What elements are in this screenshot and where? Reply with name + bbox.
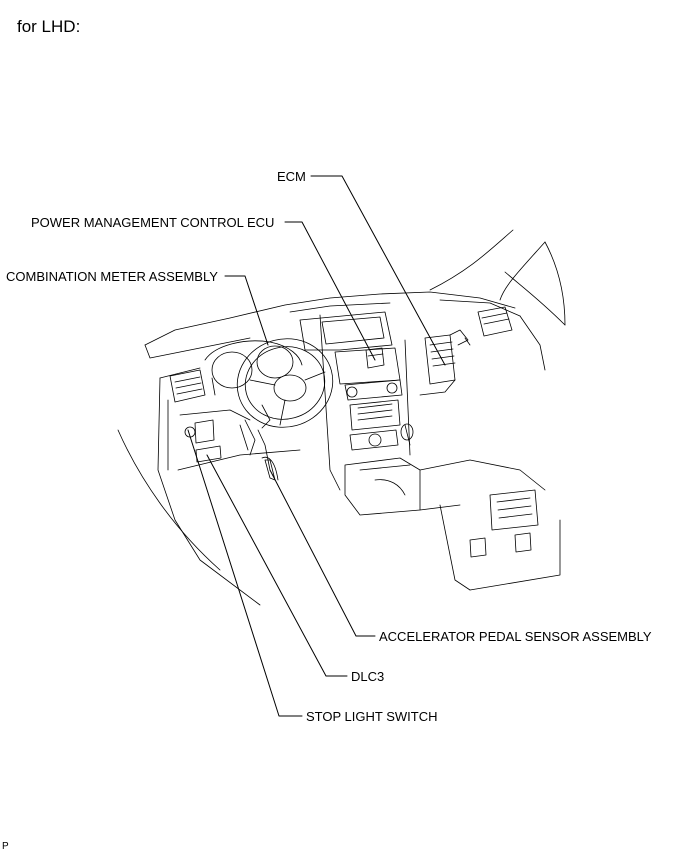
ecm-label: ECM: [277, 169, 306, 184]
combination-meter-drawing: [204, 340, 303, 396]
leader-lines: [187, 175, 446, 717]
ecm-unit-drawing: [419, 329, 471, 396]
ecm-leader: [310, 175, 446, 366]
page-heading: for LHD:: [17, 17, 81, 36]
corner-mark: P: [2, 841, 9, 852]
combination-meter-label: COMBINATION METER ASSEMBLY: [6, 269, 218, 284]
dlc3-leader: [206, 454, 348, 677]
steering-wheel-drawing: [236, 338, 334, 456]
windshield-outline: [429, 229, 566, 326]
stop-light-switch-label: STOP LIGHT SWITCH: [306, 709, 438, 724]
power-ecu-drawing: [365, 347, 385, 369]
console-drawing: [344, 423, 561, 591]
dashboard-top: [144, 291, 546, 379]
power-management-ecu-label: POWER MANAGEMENT CONTROL ECU: [31, 215, 275, 230]
dlc3-label: DLC3: [351, 669, 385, 684]
accel-pedal-leader: [269, 469, 376, 637]
combination-meter-leader: [224, 275, 269, 346]
right-vent: [477, 306, 513, 337]
power-ecu-leader: [284, 221, 376, 361]
accelerator-pedal-sensor-label: ACCELERATOR PEDAL SENSOR ASSEMBLY: [379, 629, 652, 644]
left-vent: [169, 369, 206, 403]
center-stack-drawing: [299, 311, 411, 491]
lower-left-panel: [117, 377, 301, 606]
stop-light-leader: [187, 429, 303, 717]
